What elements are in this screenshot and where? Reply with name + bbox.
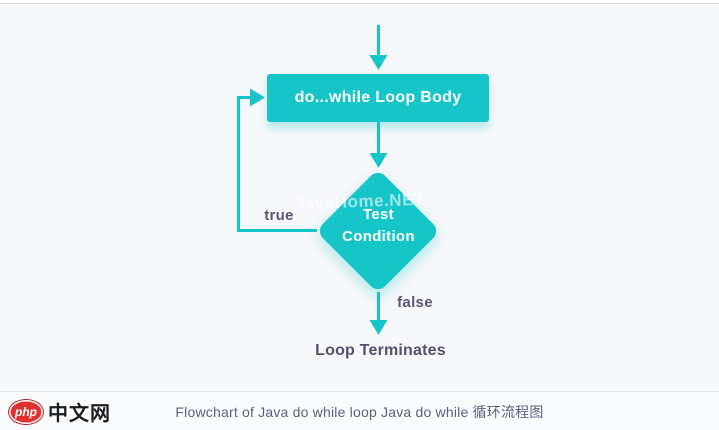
arrow-true-loopback [237,88,317,232]
flowchart-canvas: do...while Loop Body Test Condition true… [237,25,489,359]
test-condition-label: Test Condition [342,206,415,245]
image-caption: Flowchart of Java do while loop Java do … [175,403,544,420]
footer-bar: Flowchart of Java do while loop Java do … [0,391,719,430]
edge-label-true: true [264,207,294,224]
arrow-body-to-condition [369,122,388,168]
top-strip [0,0,719,3]
loop-body-label: do...while Loop Body [294,89,462,106]
arrow-entry [369,25,388,70]
arrow-false-exit [369,292,388,335]
php-cn-logo: php 中文网 [9,392,111,430]
top-divider [0,3,719,4]
node-loop-body: do...while Loop Body [267,74,489,122]
loop-terminates-label: Loop Terminates [315,342,446,359]
php-logo-sitename: 中文网 [48,403,111,425]
edge-label-false: false [397,294,433,311]
php-logo-badge: php [9,399,43,424]
flow-connectors [237,25,388,335]
